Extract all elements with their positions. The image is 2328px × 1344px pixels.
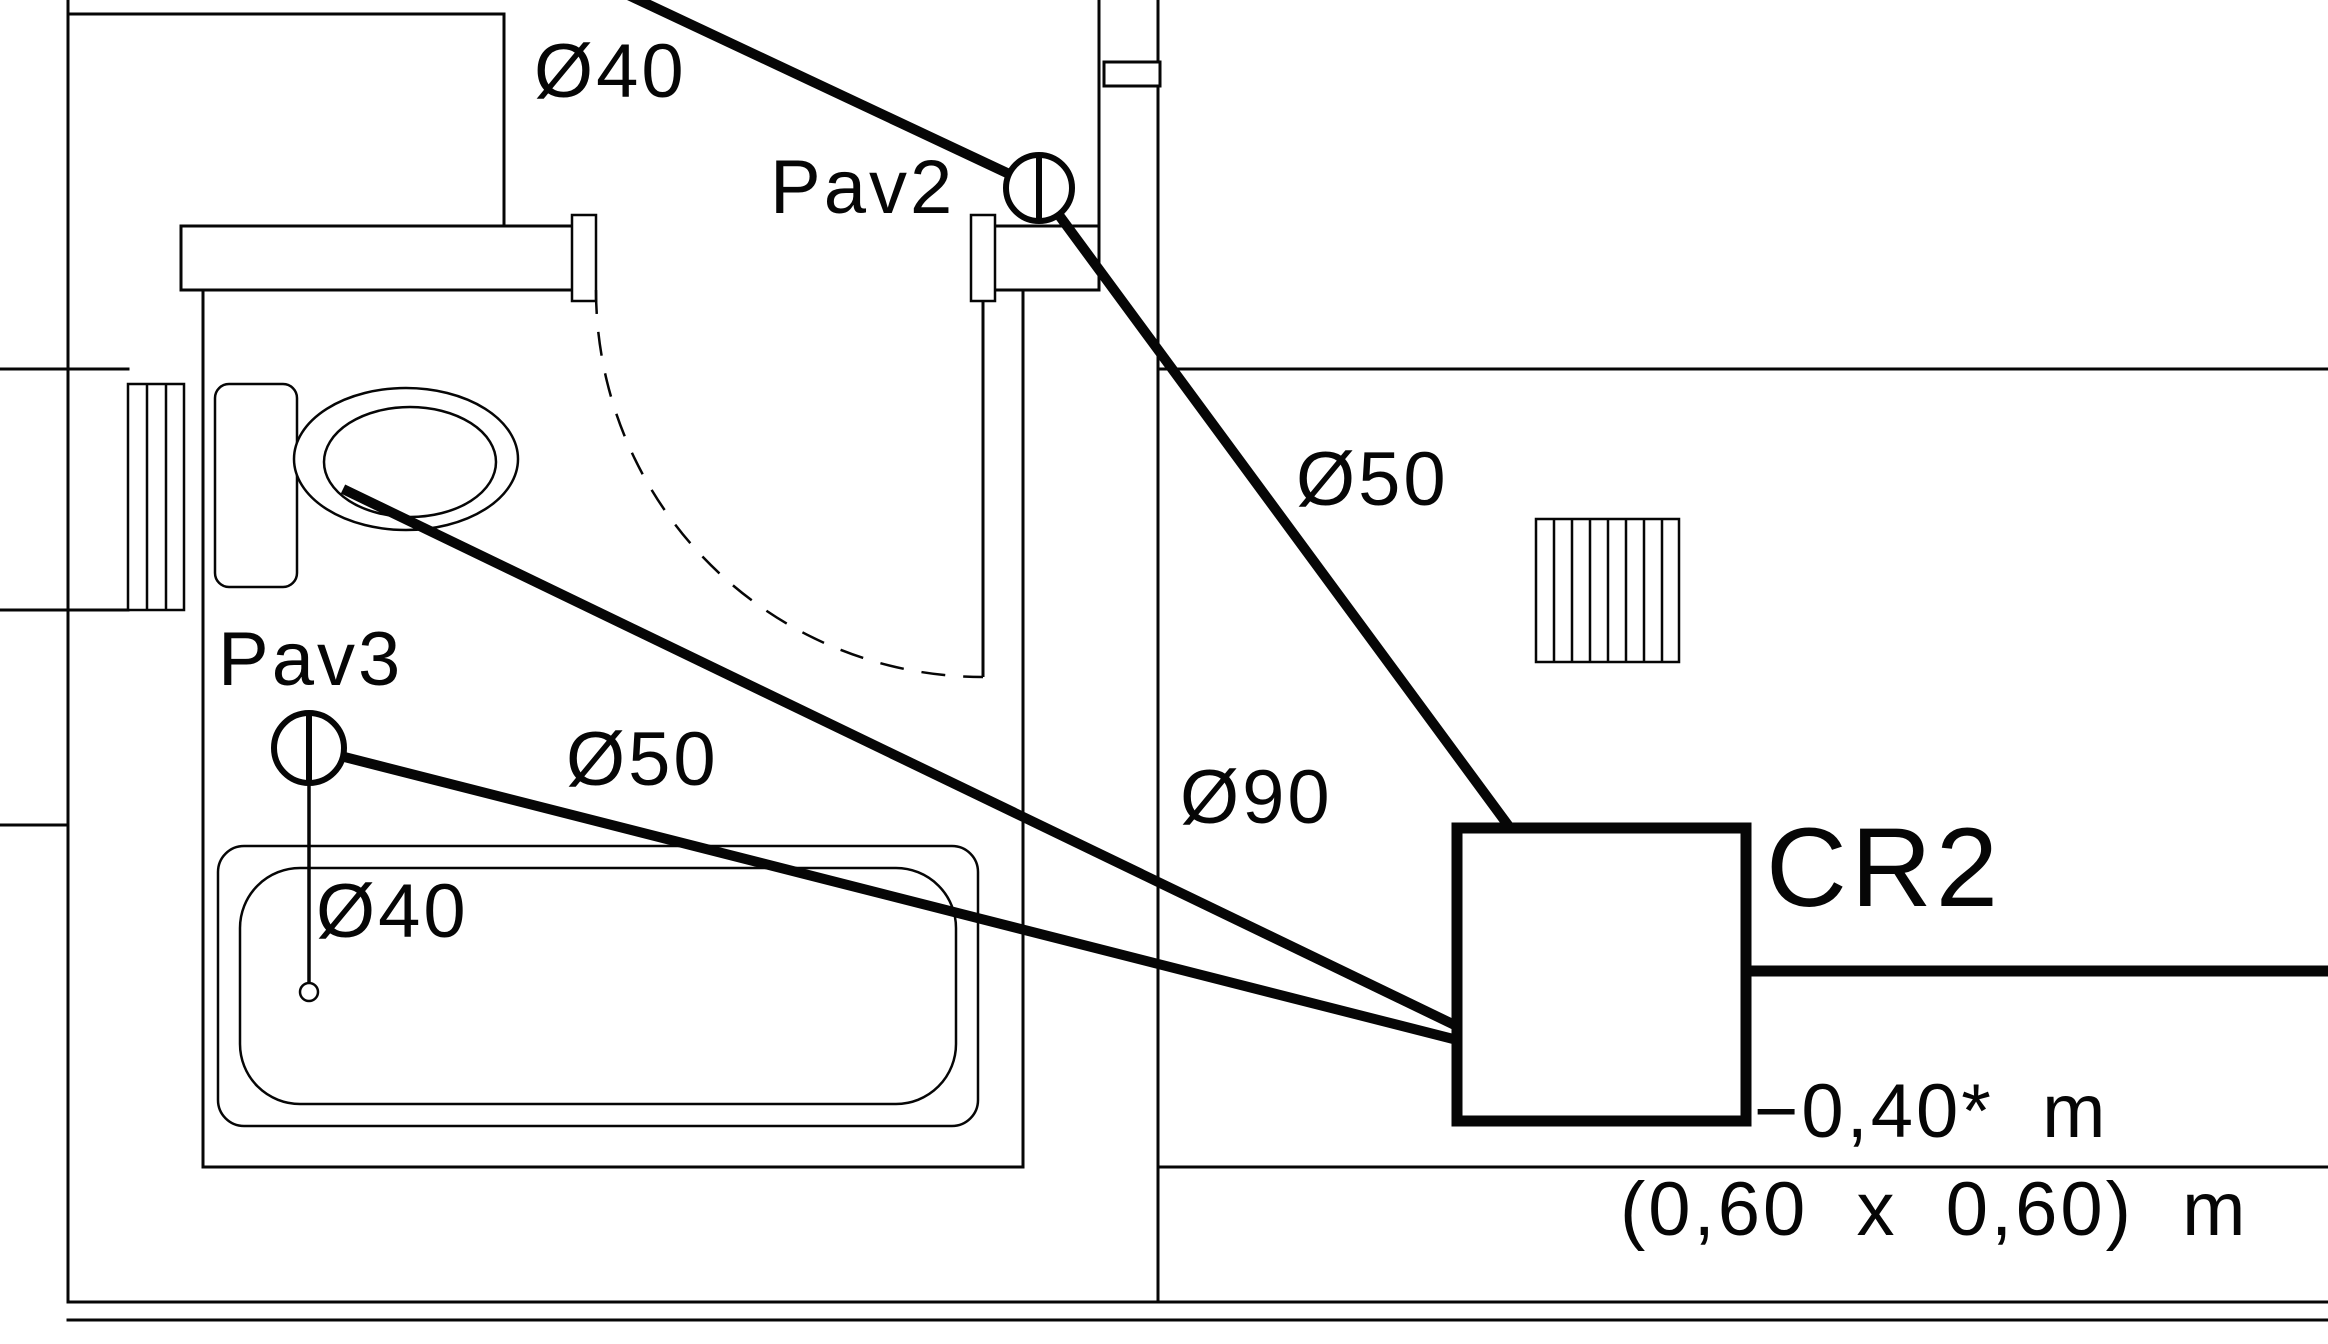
window-frame	[126, 382, 186, 612]
fixture-label-pav3: Pav3	[218, 617, 404, 702]
pipe-50-left	[307, 743, 1467, 1047]
drain-point	[298, 981, 320, 1003]
door	[570, 213, 997, 679]
window	[126, 382, 186, 612]
door-jamb-right	[969, 213, 997, 303]
pipe-diameter-label-40-top: Ø40	[534, 29, 687, 114]
pipes	[307, 0, 2328, 1047]
pipe-diameter-label-40-drain: Ø40	[316, 869, 469, 954]
door-jamb-left	[570, 213, 598, 303]
pipe-diameter-label-50-right: Ø50	[1296, 437, 1449, 522]
toilet-tank	[213, 382, 299, 589]
bathtub	[216, 844, 980, 1128]
fixture-label-pav2: Pav2	[770, 145, 956, 230]
bathtub-inner	[238, 866, 958, 1106]
chamber-dimensions-label: (0,60 x 0,60) m	[1620, 1167, 2249, 1252]
chamber-depth-label: −0,40* m	[1754, 1069, 2109, 1154]
pipe-40-top	[627, 0, 1042, 193]
door-swing-arc	[594, 289, 984, 679]
cr2-chamber-box	[1451, 822, 1752, 1127]
pipe-90	[340, 484, 1468, 1035]
pav2-drain-symbol	[1003, 152, 1075, 224]
pipe-50-right	[1034, 185, 1521, 839]
chamber-label-cr2: CR2	[1766, 805, 2003, 930]
pipe-diameter-label-50-left: Ø50	[566, 717, 719, 802]
wall-cap	[1102, 60, 1162, 88]
pipe-diameter-label-90: Ø90	[1180, 755, 1333, 840]
pav3-drain-symbol	[271, 710, 347, 786]
toilet-bowl-outer	[292, 386, 520, 532]
hatched-grate	[1534, 517, 1681, 664]
bathtub-outer	[216, 844, 980, 1128]
